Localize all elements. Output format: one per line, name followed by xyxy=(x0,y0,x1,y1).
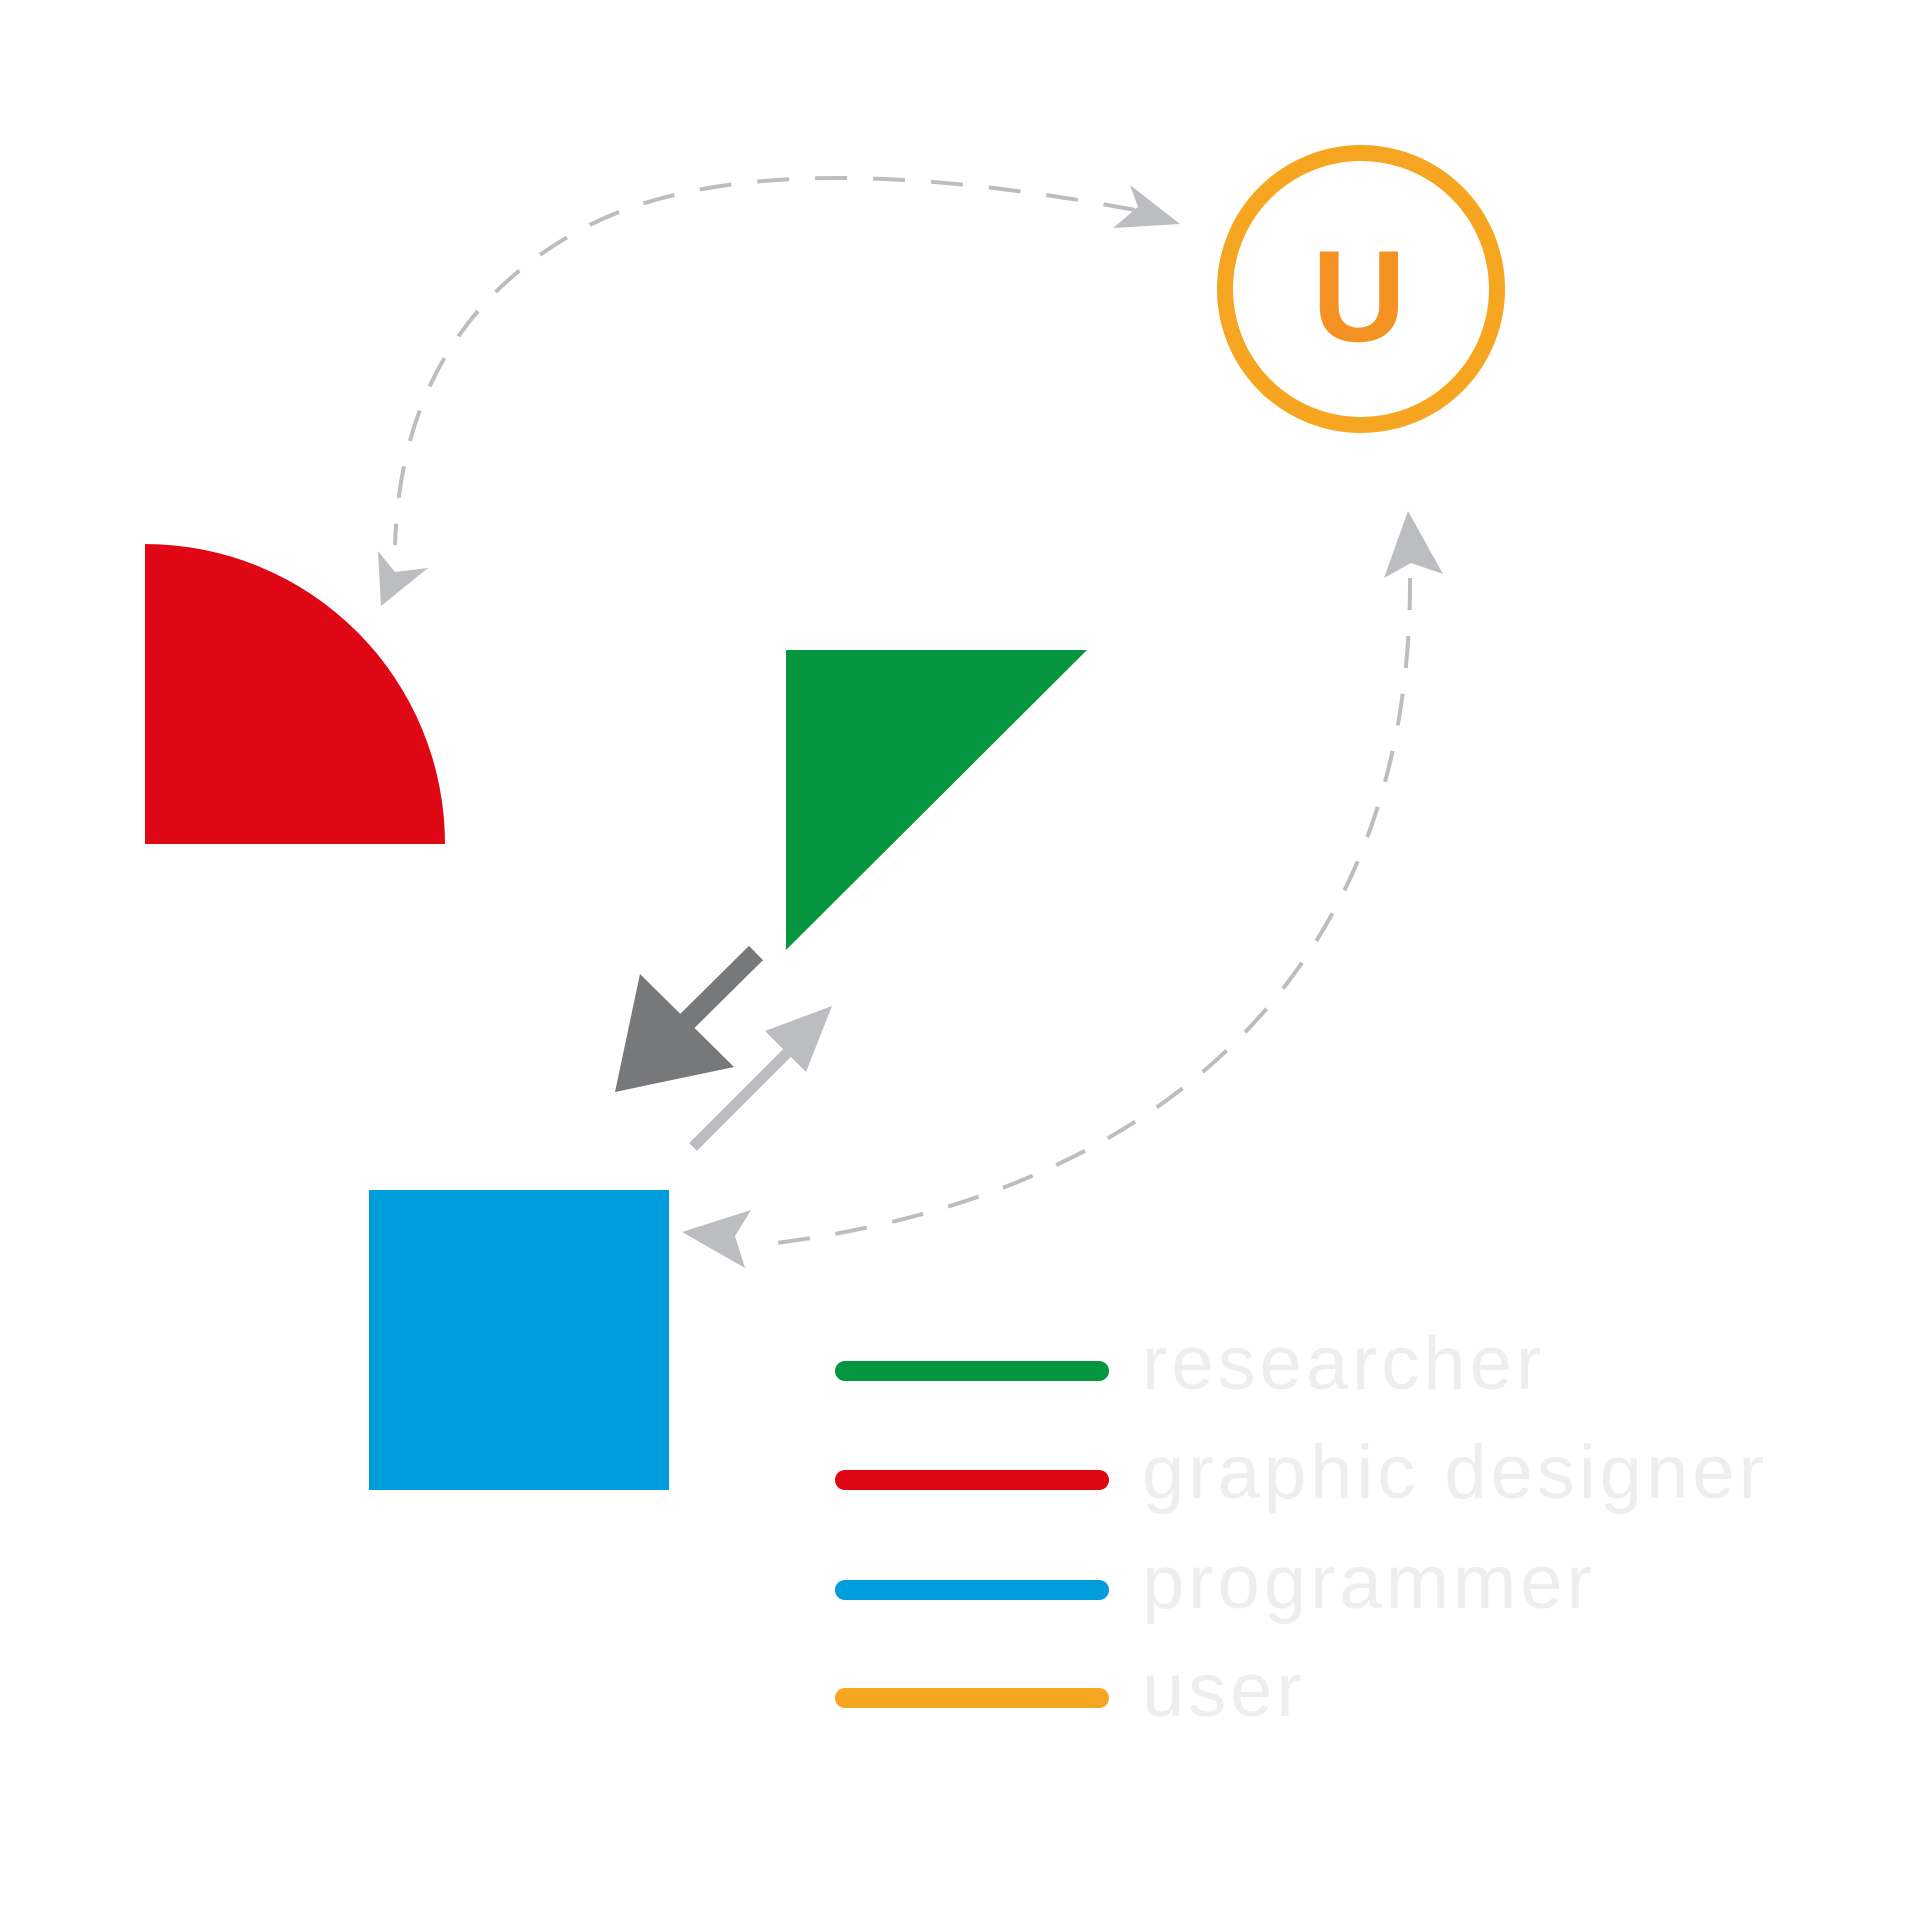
user-shape xyxy=(1217,145,1505,433)
legend: researcher graphic designer programmer u… xyxy=(835,1321,1768,1733)
arrow-programmer-to-researcher-shaft xyxy=(689,1041,799,1151)
legend-label-programmer: programmer xyxy=(1142,1540,1596,1625)
arrowhead-dark-icon xyxy=(615,974,734,1092)
arrowhead-light-icon xyxy=(765,1006,832,1072)
dashed-connector-user-designer xyxy=(393,176,1136,546)
researcher-shape xyxy=(786,650,1087,950)
legend-label-graphic-designer: graphic designer xyxy=(1142,1430,1768,1515)
programmer-shape xyxy=(369,1190,669,1490)
legend-label-user: user xyxy=(1142,1648,1306,1733)
arrowhead-to-programmer-icon xyxy=(682,1210,751,1268)
arrowhead-to-user-from-below-icon xyxy=(1384,511,1443,578)
legend-label-researcher: researcher xyxy=(1142,1321,1545,1406)
graphic-designer-shape xyxy=(145,544,445,844)
user-letter: U xyxy=(1312,223,1406,369)
arrowhead-to-user-icon xyxy=(1113,185,1180,228)
arrowhead-to-designer-icon xyxy=(378,551,428,606)
